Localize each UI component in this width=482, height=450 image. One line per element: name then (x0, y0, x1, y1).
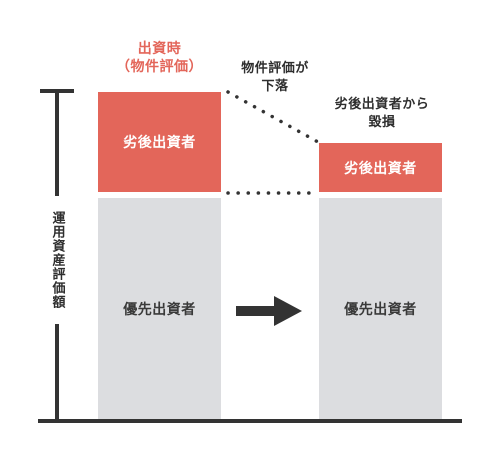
left-subordinated-label: 劣後出資者 (123, 135, 196, 151)
right-note-line1: 劣後出資者から (334, 97, 430, 112)
left-senior-bar: 優先出資者 (98, 198, 221, 419)
right-subordinated-bar: 劣後出資者 (319, 143, 442, 192)
middle-annotation: 物件評価が 下落 (225, 60, 325, 96)
right-subordinated-label: 劣後出資者 (344, 160, 417, 177)
arrow-head (274, 296, 302, 326)
middle-annotation-line2: 下落 (261, 79, 289, 94)
axis-label: 運用資産評価額 (47, 196, 67, 324)
right-senior-label: 優先出資者 (344, 301, 417, 318)
right-note: 劣後出資者から 毀損 (312, 96, 452, 132)
decline-dotted-line (226, 90, 320, 144)
arrow-shaft (236, 306, 280, 316)
right-note-line2: 毀損 (368, 115, 396, 130)
right-senior-bar: 優先出資者 (319, 198, 442, 419)
left-senior-label: 優先出資者 (123, 301, 196, 318)
left-top-label: 出資時 （物件評価） (98, 40, 221, 76)
left-top-label-line2: （物件評価） (116, 59, 203, 75)
middle-annotation-line1: 物件評価が (241, 61, 309, 76)
left-top-label-line1: 出資時 (137, 41, 182, 57)
left-subordinated-bar: 劣後出資者 (98, 92, 221, 192)
